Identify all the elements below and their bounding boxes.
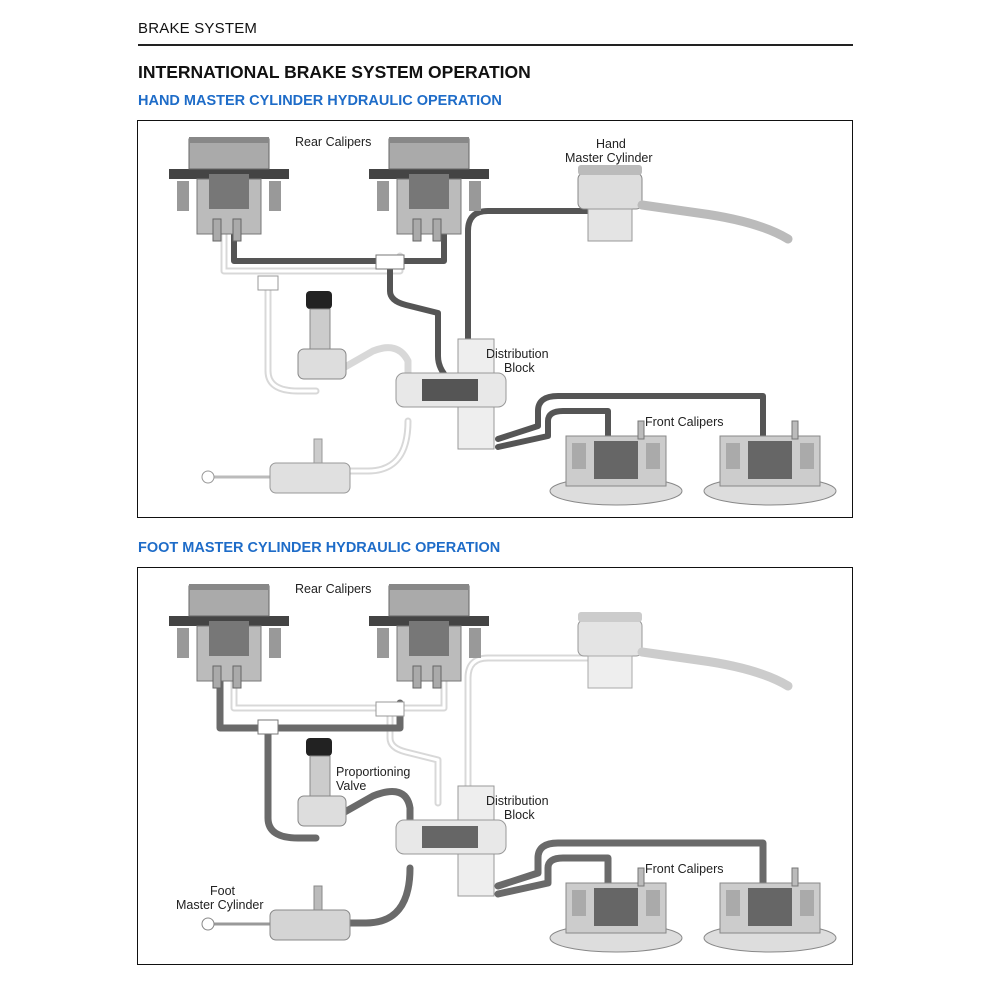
rear-calipers-label: Rear Calipers: [295, 135, 372, 149]
distribution-block-label-line1: Distribution: [486, 347, 549, 361]
distribution-block-label-line1: Distribution: [486, 794, 549, 808]
page-title: INTERNATIONAL BRAKE SYSTEM OPERATION: [138, 62, 531, 82]
hand-hydraulic-illustration: [168, 136, 837, 506]
foot-master-cylinder-label-line2: Master Cylinder: [176, 898, 264, 912]
distribution-block-label-line2: Block: [504, 361, 535, 375]
distribution-block-label-line2: Block: [504, 808, 535, 822]
header-divider: [138, 44, 853, 46]
proportioning-valve-label-line2: Valve: [336, 779, 367, 793]
hand-master-cylinder-label-line1: Hand: [596, 137, 626, 151]
rear-calipers-label: Rear Calipers: [295, 582, 372, 596]
hand-master-cylinder-label-line2: Master Cylinder: [565, 151, 653, 165]
proportioning-valve-label-line1: Proportioning: [336, 765, 411, 779]
foot-master-cylinder-diagram: Rear Calipers Proportioning Valve Distri…: [137, 567, 853, 965]
section-header: BRAKE SYSTEM: [138, 20, 258, 37]
foot-master-cylinder-label-line1: Foot: [210, 884, 236, 898]
hand-master-cylinder-diagram: Rear Calipers Hand Master Cylinder Distr…: [137, 120, 853, 518]
front-calipers-label: Front Calipers: [645, 862, 724, 876]
front-calipers-label: Front Calipers: [645, 415, 724, 429]
foot-hydraulic-illustration: [168, 583, 837, 953]
hand-master-cylinder-heading: HAND MASTER CYLINDER HYDRAULIC OPERATION: [138, 93, 502, 109]
foot-master-cylinder-heading: FOOT MASTER CYLINDER HYDRAULIC OPERATION: [138, 540, 501, 556]
